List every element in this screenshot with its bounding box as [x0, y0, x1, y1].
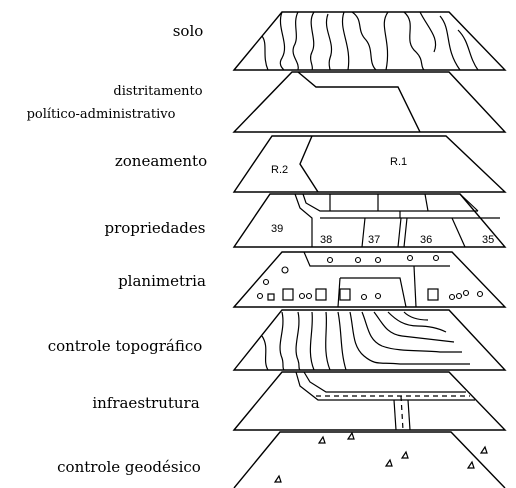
- label-solo: solo: [173, 22, 204, 40]
- zone-label-r2: R.2: [271, 164, 288, 176]
- layer-infraestrutura: [232, 371, 507, 431]
- layer-zoneamento-plane: [232, 135, 507, 193]
- zone-label-r1: R.1: [390, 156, 407, 168]
- planimetry-trees: [256, 254, 484, 301]
- layer-propriedades: [232, 193, 507, 248]
- layer-distritamento-plane: [232, 71, 507, 133]
- layer-controle-geodesico-plane: [233, 431, 506, 488]
- layer-infraestrutura-plane: [232, 371, 507, 431]
- planimetry-buildings: [267, 288, 439, 301]
- label-planimetria: planimetria: [118, 272, 206, 290]
- topographic-contours: [261, 311, 470, 371]
- layer-zoneamento: [232, 135, 507, 193]
- soil-contours: [261, 11, 479, 71]
- layer-planimetria-plane: [232, 251, 507, 308]
- parcel-label-39: 39: [271, 223, 283, 235]
- parcel-label-37: 37: [368, 234, 380, 246]
- infrastructure-utilities: [316, 395, 470, 431]
- property-lines: [294, 193, 500, 248]
- label-controle-geodesico: controle geodésico: [57, 458, 201, 476]
- layer-solo: [232, 11, 507, 71]
- layer-controle-topografico: [232, 309, 507, 371]
- layer-labels: solo distritamento político-administrati…: [27, 22, 208, 476]
- layer-controle-topografico-plane: [232, 309, 507, 371]
- label-distritamento-line2: político-administrativo: [27, 107, 176, 122]
- district-boundary: [297, 71, 421, 133]
- label-distritamento-line1: distritamento: [113, 84, 202, 99]
- layer-planimetria: [232, 251, 507, 308]
- planimetry-lines: [303, 251, 450, 308]
- layer-solo-plane: [232, 11, 507, 71]
- parcel-label-38: 38: [320, 234, 332, 246]
- infrastructure-roads: [295, 371, 475, 431]
- label-zoneamento: zoneamento: [115, 152, 207, 170]
- layer-controle-geodesico: [233, 431, 506, 488]
- label-controle-topografico: controle topográfico: [48, 337, 203, 355]
- parcel-label-36: 36: [420, 234, 432, 246]
- label-infraestrutura: infraestrutura: [92, 394, 199, 412]
- geodetic-markers: [273, 431, 488, 483]
- layer-distritamento: [232, 71, 507, 133]
- label-propriedades: propriedades: [105, 219, 206, 237]
- zone-boundary: [299, 135, 319, 193]
- parcel-label-35: 35: [482, 234, 494, 246]
